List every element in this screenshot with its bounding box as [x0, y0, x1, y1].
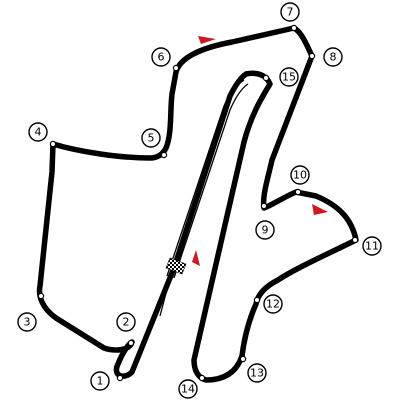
- apex-marker: [172, 64, 180, 72]
- red-triangle-flag-icon: [198, 36, 216, 44]
- turn-label: 9: [262, 224, 269, 237]
- turn-badge-10: 10: [290, 165, 310, 185]
- pit-exit: [159, 277, 171, 317]
- turn-label: 10: [293, 169, 307, 182]
- apex-marker: [290, 24, 298, 32]
- apex-marker: [198, 374, 206, 382]
- apex-marker: [253, 296, 261, 304]
- apex-marker: [49, 140, 57, 148]
- turn-badge-3: 3: [17, 312, 37, 332]
- turn-label: 7: [287, 6, 294, 19]
- apex-marker: [260, 202, 268, 210]
- turn-badge-11: 11: [362, 236, 382, 256]
- pit-lane-inner: [173, 83, 249, 279]
- turn-badge-14: 14: [178, 379, 198, 399]
- turn-badge-5: 5: [141, 128, 161, 148]
- red-triangle-flag-icon: [192, 250, 200, 266]
- red-triangle-flag-icon: [312, 204, 328, 215]
- turn-label: 12: [266, 298, 280, 311]
- apex-marker: [127, 339, 135, 347]
- apex-marker: [308, 52, 316, 60]
- apex-marker: [160, 151, 168, 159]
- turn-label: 14: [181, 383, 195, 396]
- apex-markers: [37, 24, 359, 382]
- turn-label: 11: [365, 240, 379, 253]
- turn-badge-15: 15: [279, 67, 299, 87]
- apex-marker: [239, 355, 247, 363]
- checkered-flag-icon: [165, 257, 187, 275]
- turn-badge-4: 4: [28, 122, 48, 142]
- turn-label: 5: [148, 132, 155, 145]
- turn-badge-1: 1: [90, 371, 110, 391]
- turn-label: 3: [24, 316, 31, 329]
- apex-marker: [116, 374, 124, 382]
- turn-label: 2: [123, 316, 130, 329]
- turn-label: 13: [250, 367, 264, 380]
- turn-label: 1: [97, 375, 104, 388]
- turn-badges: 1 2 3 4 5 6 7: [17, 2, 382, 399]
- turn-label: 6: [158, 51, 165, 64]
- apex-marker: [262, 74, 270, 82]
- turn-badge-2: 2: [116, 312, 136, 332]
- pit-lane-outer: [166, 79, 245, 277]
- apex-marker: [37, 292, 45, 300]
- turn-label: 8: [330, 51, 337, 64]
- turn-badge-13: 13: [247, 363, 267, 383]
- turn-label: 4: [35, 126, 42, 139]
- turn-badge-7: 7: [280, 2, 300, 22]
- turn-badge-12: 12: [263, 294, 283, 314]
- apex-marker: [351, 236, 359, 244]
- turn-badge-9: 9: [255, 220, 275, 240]
- apex-marker: [294, 188, 302, 196]
- turn-badge-8: 8: [323, 47, 343, 67]
- turn-label: 15: [282, 71, 296, 84]
- race-track: [36, 25, 359, 383]
- turn-badge-6: 6: [151, 47, 171, 67]
